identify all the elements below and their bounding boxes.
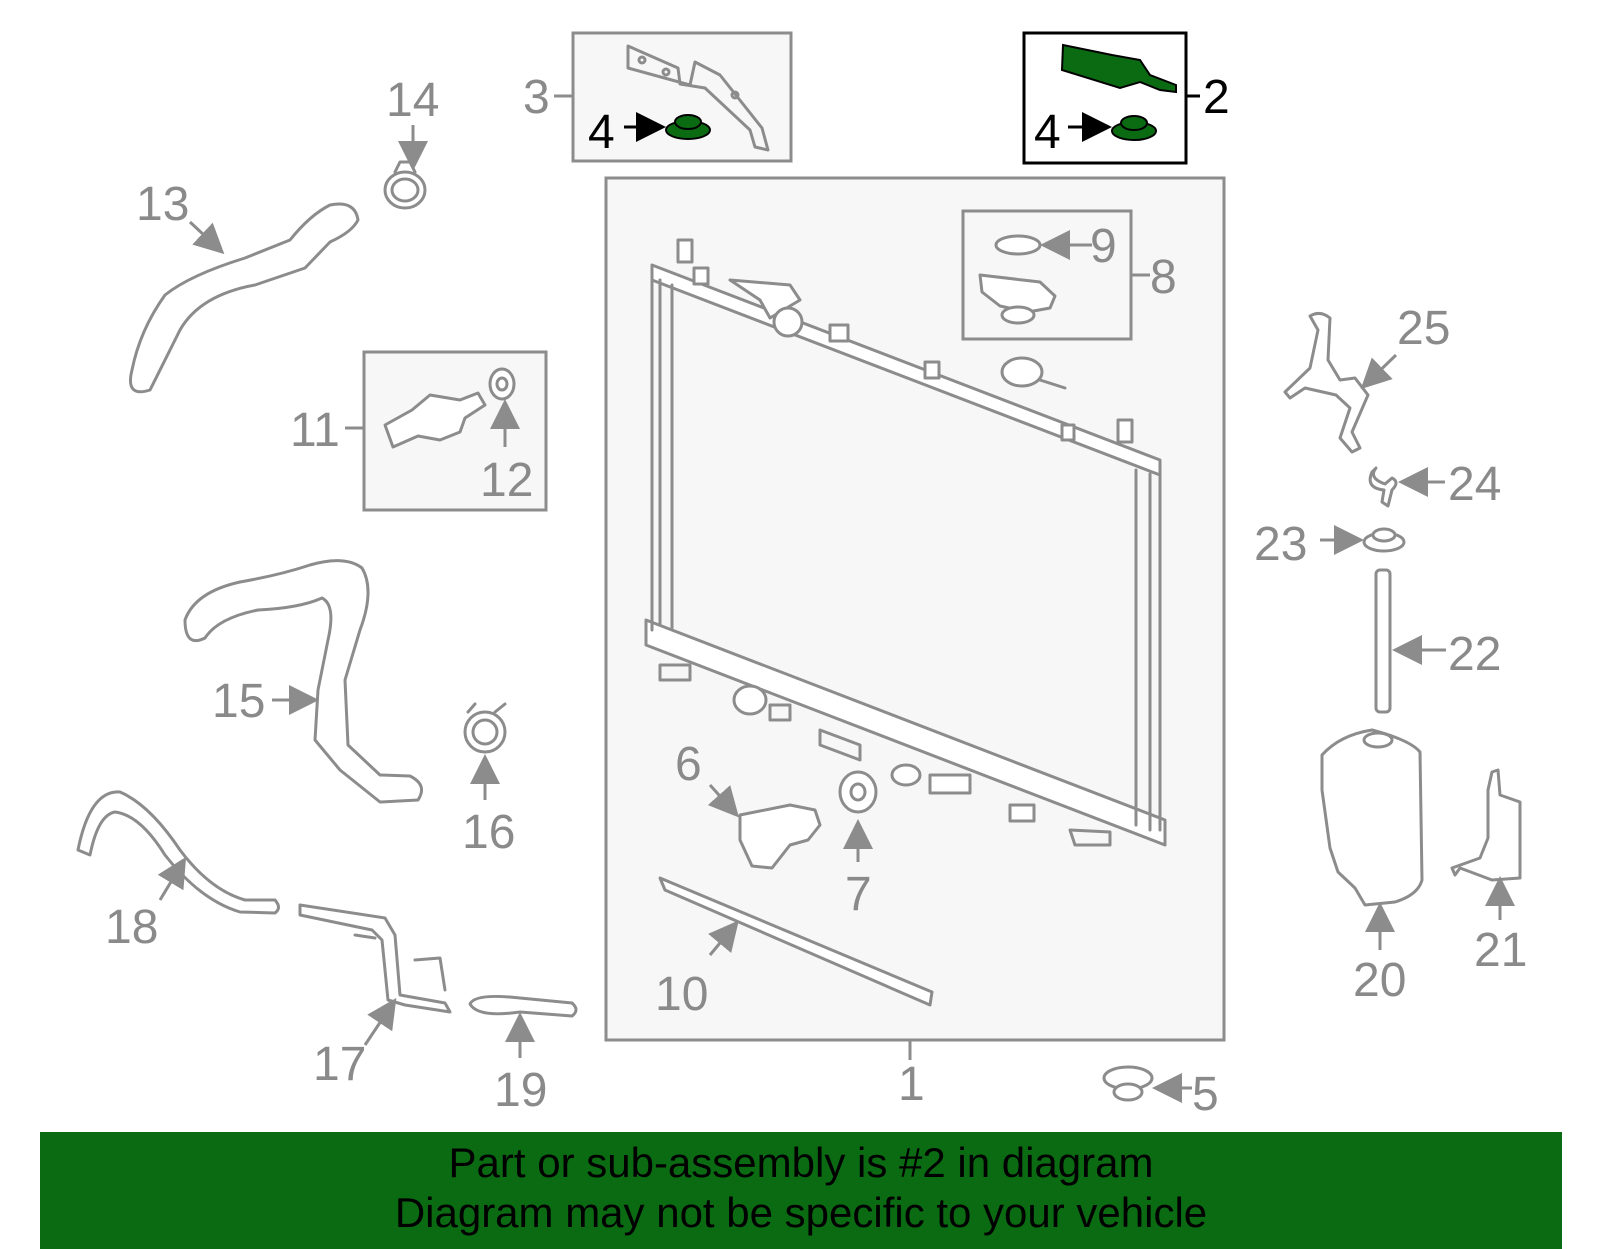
callout-2: 2 (1203, 71, 1230, 124)
pipe-22-icon (1374, 568, 1392, 714)
callout-6: 6 (675, 738, 702, 791)
callout-3: 3 (523, 71, 550, 124)
thermo-switch-6-icon (738, 803, 822, 870)
callout-21: 21 (1474, 924, 1527, 977)
part-14-clamp[interactable]: 14 (383, 74, 439, 210)
clip-24-icon (1368, 466, 1398, 508)
pipe-17-icon (298, 903, 452, 1014)
clamp-14-icon (383, 170, 427, 210)
part-11-sensor-group[interactable]: 12 11 (290, 350, 548, 512)
sensor-11-icon (383, 391, 487, 449)
callout-4-left: 4 (588, 106, 615, 159)
reservoir-20-icon (1320, 728, 1424, 907)
part-24-clip[interactable]: 24 (1368, 458, 1501, 511)
upper-hose-13-icon (129, 202, 360, 394)
part-2-bracket-group[interactable]: 4 2 (1022, 31, 1230, 165)
part-25-hose[interactable]: 25 (1283, 302, 1450, 454)
part-6-fan-switch[interactable]: 6 (675, 738, 822, 870)
callout-1: 1 (898, 1058, 925, 1111)
part-20-reservoir[interactable]: 20 (1320, 728, 1424, 1007)
callout-8: 8 (1150, 251, 1177, 304)
part-17-pipe[interactable]: 17 (298, 903, 452, 1091)
callout-23: 23 (1254, 518, 1307, 571)
part-21-bracket[interactable]: 21 (1450, 768, 1527, 977)
washer-12-icon (488, 367, 516, 401)
callout-18: 18 (105, 901, 158, 954)
callout-17: 17 (313, 1038, 366, 1091)
washer-7-icon (838, 770, 878, 814)
banner-line-2: Diagram may not be specific to your vehi… (394, 1189, 1208, 1236)
part-15-lower-hose[interactable]: 15 (183, 559, 424, 804)
callout-22: 22 (1448, 628, 1501, 681)
callout-4-right: 4 (1034, 106, 1061, 159)
callout-19: 19 (494, 1064, 547, 1117)
callout-15: 15 (212, 675, 265, 728)
grommet-4-left-icon (665, 114, 711, 140)
seal-9-icon (994, 234, 1042, 256)
part-19-hose[interactable]: 19 (468, 995, 578, 1117)
hose-19-icon (468, 995, 578, 1018)
callout-25: 25 (1397, 302, 1450, 355)
banner-line-1: Part or sub-assembly is #2 in diagram (448, 1139, 1154, 1186)
part-13-upper-hose[interactable]: 13 (129, 178, 360, 394)
callout-24: 24 (1448, 458, 1501, 511)
part-22-pipe[interactable]: 22 (1374, 568, 1501, 714)
callout-20: 20 (1353, 954, 1406, 1007)
bracket-2-icon (1060, 43, 1177, 94)
part-23-grommet[interactable]: 23 (1254, 518, 1406, 571)
seal-strip-10-icon (658, 876, 934, 1007)
callout-13: 13 (136, 178, 189, 231)
grommet-4-right-icon (1111, 115, 1157, 141)
part-10-seal-strip[interactable]: 10 (655, 876, 934, 1021)
part-8-cap-group[interactable]: 9 8 (961, 209, 1177, 341)
lower-hose-15-icon (183, 559, 424, 804)
part-16-clamp[interactable]: 16 (462, 702, 515, 859)
part-18-hose[interactable]: 18 (76, 790, 280, 954)
part-7-washer[interactable]: 7 (838, 770, 878, 921)
bracket-3-icon (626, 44, 770, 152)
part-5-grommet[interactable]: 5 (1102, 1065, 1219, 1121)
callout-14: 14 (386, 74, 439, 127)
bracket-21-icon (1450, 768, 1522, 882)
hose-18-icon (76, 790, 280, 915)
hose-25-icon (1283, 311, 1370, 454)
clamp-16-icon (463, 710, 507, 754)
callout-11: 11 (290, 404, 340, 457)
callout-5: 5 (1192, 1068, 1219, 1121)
callout-12: 12 (480, 454, 533, 507)
callout-16: 16 (462, 806, 515, 859)
radiator-cap-icon (978, 273, 1057, 314)
radiator-icon (644, 238, 1167, 847)
callout-9: 9 (1090, 220, 1117, 273)
parts-diagram: 4 3 4 2 (76, 31, 1527, 1121)
info-banner: Part or sub-assembly is #2 in diagram Di… (40, 1132, 1562, 1249)
callout-7: 7 (845, 868, 872, 921)
callout-10: 10 (655, 968, 708, 1021)
part-3-bracket-group[interactable]: 4 3 (523, 31, 793, 163)
